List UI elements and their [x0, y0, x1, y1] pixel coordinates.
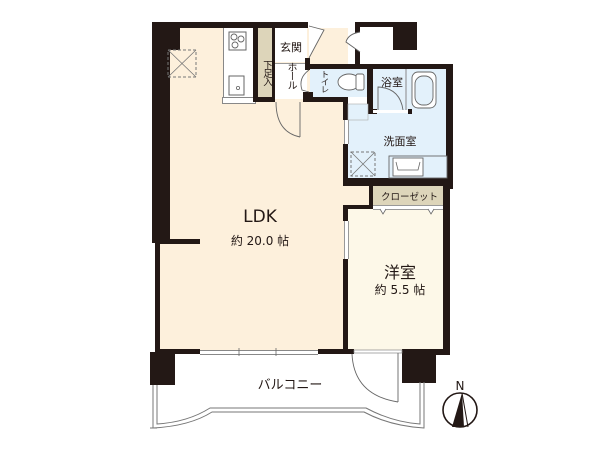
closet-left-wall [369, 183, 373, 208]
label-washroom: 洗面室 [383, 135, 417, 148]
washing-machine-pan-icon [350, 151, 376, 177]
ldk-lower-left-floor [160, 243, 180, 350]
top-wall-ldk [178, 22, 308, 28]
closet-door-markers-icon [379, 208, 435, 215]
label-ldk-area: 約 20.0 帖 [230, 234, 290, 248]
entrance-door-swing-icon [308, 25, 325, 59]
western-sliding-door[interactable] [344, 221, 349, 259]
label-western-room: 洋室 [383, 263, 416, 282]
bottom-left-column [150, 352, 175, 385]
left-wall-lower [155, 243, 160, 353]
hall-bottom-wall-right [303, 92, 313, 102]
closet-floor [373, 186, 446, 205]
bottom-wall-mid [318, 349, 350, 354]
label-closet: クローゼット [380, 192, 438, 203]
toilet-bath-partition [367, 67, 373, 112]
sink-icon [228, 75, 245, 96]
vanity-sink-icon [388, 155, 448, 179]
balcony-door-swing-icon [351, 349, 403, 403]
porch-right-column [393, 22, 417, 50]
balcony-railing [150, 382, 425, 429]
kitchen-partition [253, 26, 258, 100]
toilet-icon [337, 73, 365, 91]
bath-door-swing-icon [377, 86, 404, 111]
shoe-storage-floor [258, 28, 273, 98]
washroom-left-wall [343, 100, 348, 120]
bottom-wall-left [160, 349, 200, 354]
entrance-floor [275, 26, 307, 62]
label-bathroom: 浴室 [381, 76, 403, 89]
label-toilet: トイレ [319, 70, 329, 93]
toilet-top-wall [305, 64, 453, 69]
washroom-bottom-wall [343, 178, 453, 186]
stove-icon [228, 31, 247, 51]
label-hall: ホール [285, 62, 296, 89]
bottom-wall-western-right [430, 349, 450, 355]
western-room-floor [348, 209, 443, 350]
porch-top-wall [355, 22, 417, 27]
label-compass-north: N [455, 379, 465, 393]
bath-bottom-wall [367, 109, 377, 114]
left-wall-stub [160, 239, 200, 244]
entry-porch [360, 28, 398, 68]
western-left-wall-lower [343, 259, 348, 354]
bath-bottom-wall-right [408, 109, 412, 114]
label-western-room-area: 約 5.5 帖 [374, 283, 426, 297]
shoe-storage-partition [272, 26, 275, 100]
top-left-column [152, 22, 180, 50]
right-wall-western [443, 183, 450, 355]
western-left-wall-upper [343, 209, 348, 221]
label-entrance: 玄関 [280, 41, 302, 54]
bathtub-icon [411, 71, 437, 109]
left-wall-upper [152, 48, 170, 243]
porch-door-swing-icon [345, 31, 361, 53]
label-ldk: LDK [243, 207, 277, 227]
toilet-door-swing-icon [300, 69, 310, 93]
ldk-sliding-window[interactable] [200, 350, 318, 355]
ventilation-icon [167, 49, 197, 78]
closet-door[interactable] [373, 205, 443, 210]
label-shoe-storage: 下足入 [261, 60, 272, 86]
hall-bottom-wall [253, 97, 275, 102]
washroom-left-wall-lower [343, 144, 348, 184]
western-top-wall [343, 205, 373, 209]
toilet-bottom-wall [310, 97, 348, 102]
north-compass-icon [442, 392, 478, 428]
label-balcony: バルコニー [257, 378, 323, 393]
right-wall-wet [446, 64, 453, 189]
ldk-door-swing-icon [275, 101, 301, 138]
washroom-sliding-door[interactable] [344, 120, 349, 144]
bath-door-frame [373, 110, 408, 113]
bottom-wall-right [344, 349, 354, 354]
sash-marks-icon [238, 348, 277, 356]
